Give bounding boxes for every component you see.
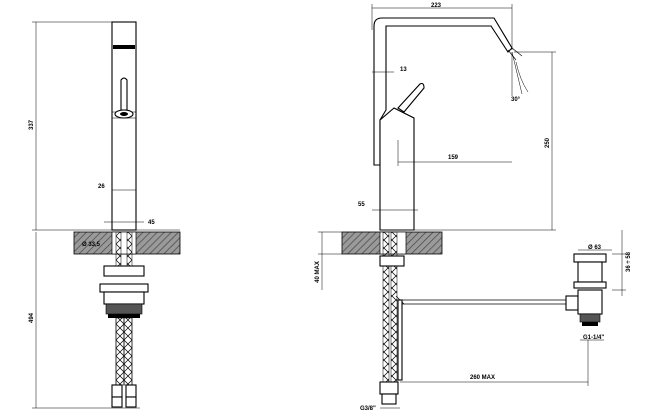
spout-height-label: 250 <box>545 137 551 148</box>
body-width-label: 45 <box>148 220 155 226</box>
below-deck-label: 494 <box>29 312 35 323</box>
waste-assembly: Ø 63 36 ÷ 58 G1-1/4" <box>565 230 632 341</box>
reach-label: 159 <box>448 155 459 161</box>
side-view: 337 494 26 45 Ø 33,5 <box>29 21 181 409</box>
spout <box>373 17 513 166</box>
spout-angle-label: 30° <box>511 97 521 103</box>
base-hole-label: Ø 33,5 <box>82 242 101 248</box>
waste-thread-label: G1-1/4" <box>583 335 604 341</box>
lever-front <box>397 82 425 113</box>
spout-width-label: 26 <box>98 184 105 190</box>
reach-top-label: 223 <box>431 3 442 9</box>
fixing-nut <box>103 265 145 277</box>
tap-body-front <box>379 107 415 231</box>
total-height-label: 337 <box>29 119 35 130</box>
lever-offset-label: 13 <box>400 67 407 73</box>
tap-body-side <box>111 21 137 231</box>
pop-up-rod <box>397 299 403 381</box>
body-depth-label: 55 <box>358 202 365 208</box>
waste-dia-label: Ø 63 <box>588 245 602 251</box>
rod-length-label: 260 MAX <box>470 375 495 381</box>
deck-max-label: 40 MAX <box>315 261 321 283</box>
hose-thread-label: G3/8" <box>360 406 376 412</box>
waste-height-label: 36 ÷ 58 <box>626 251 632 272</box>
lever-side <box>120 77 128 111</box>
front-view: 223 13 30° 250 159 55 <box>315 3 632 412</box>
flexible-hose-front <box>382 231 390 383</box>
